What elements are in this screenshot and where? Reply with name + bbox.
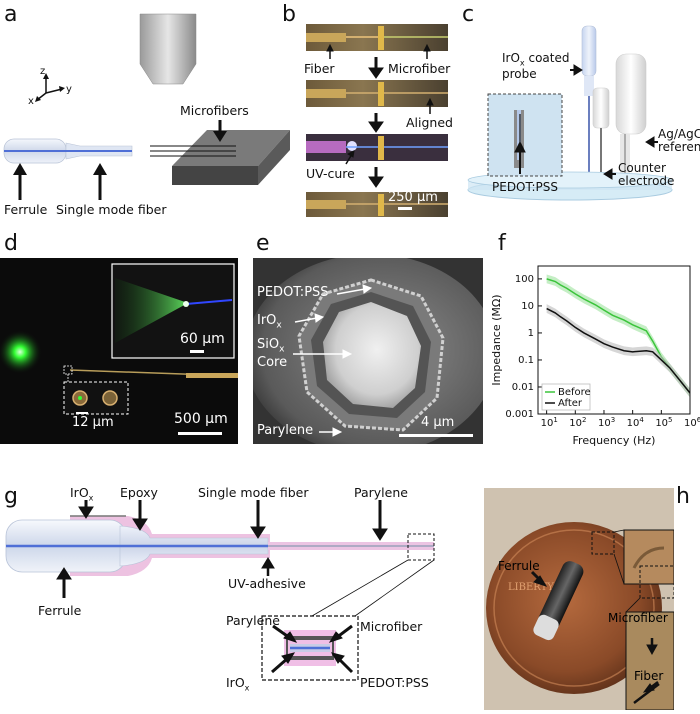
- stage-block: [172, 130, 290, 166]
- aligned-label-b: Aligned: [406, 115, 453, 130]
- microfiber-label-g: Microfiber: [360, 619, 423, 634]
- uvadh-label-g: UV-adhesive: [228, 576, 306, 591]
- siox-label-e: SiOx: [257, 337, 285, 355]
- plot-frame: [537, 265, 691, 415]
- panel-label-c: c: [462, 2, 475, 27]
- pedot-label-g: PEDOT:PSS: [360, 675, 429, 690]
- small-scale-d: 12 µm: [72, 415, 114, 430]
- microfiber-label-b: Microfiber: [388, 61, 451, 76]
- smf-label-g: Single mode fiber: [198, 485, 309, 500]
- parylene2-label-g: Parylene: [226, 613, 280, 628]
- ferrule-label-a: Ferrule: [4, 202, 48, 217]
- parylene-label-e: Parylene: [257, 423, 314, 438]
- series-line-0: [546, 278, 691, 394]
- panel-d-photo: 60 µm 12 µm 500 µm: [0, 258, 238, 444]
- irox-label-g: IrOx: [70, 485, 94, 503]
- x-axis-label: Frequency (Hz): [573, 434, 656, 447]
- irox-label-e: IrOx: [257, 313, 282, 331]
- irox2-label-g: IrOx: [226, 675, 250, 693]
- y-tick-label: 10: [521, 301, 534, 312]
- panel-g-illustration: [5, 500, 435, 681]
- y-tick-label: 1: [528, 328, 534, 339]
- scale-label-b: 250 µm: [388, 190, 438, 205]
- coin-text: LIBERTY: [508, 582, 554, 593]
- legend-box: [541, 383, 591, 411]
- panel-h-photo: LIBERTY Ferrule Microfiber Fiber: [484, 488, 674, 710]
- axis-y-label: y: [66, 84, 72, 95]
- panel-e-sem: PEDOT:PSS IrOx SiOx Core Parylene 4 µm: [253, 258, 483, 444]
- scale-e: 4 µm: [421, 415, 455, 430]
- fiber-label-b: Fiber: [304, 61, 335, 76]
- panel-label-a: a: [4, 2, 18, 27]
- axis-x-label: x: [28, 96, 34, 107]
- smf-label-a: Single mode fiber: [56, 202, 167, 217]
- panel-label-h: h: [676, 484, 690, 509]
- panel-label-d: d: [4, 231, 18, 256]
- series-band-0: [546, 274, 690, 398]
- agcl-label-c: Ag/AgClreference: [658, 127, 700, 155]
- fiber-label-h: Fiber: [634, 669, 664, 683]
- y-tick-label: 0.001: [505, 409, 534, 420]
- series-line-1: [546, 307, 691, 394]
- x-tick-label: 105: [655, 416, 672, 429]
- ferrule-label-h: Ferrule: [498, 559, 540, 573]
- y-axis-label: Impedance (MΩ): [490, 294, 503, 385]
- x-tick-label: 106: [684, 416, 700, 429]
- pedot-label-c: PEDOT:PSS: [492, 180, 559, 194]
- panel-c-illustration: [467, 25, 673, 201]
- core-label-e: Core: [257, 355, 288, 370]
- x-tick-label: 103: [598, 416, 615, 429]
- y-tick-label: 0.01: [512, 382, 534, 393]
- panel-label-g: g: [4, 484, 18, 509]
- panel-label-b: b: [282, 2, 296, 27]
- objective-lens: [139, 13, 197, 85]
- impedance-chart: 101 102 103 104 105 106 0.001 0.01 0.1 1 10 100Freq…: [490, 265, 700, 447]
- legend-label-0: Before: [558, 387, 591, 398]
- panel-label-e: e: [256, 231, 270, 256]
- series-band-1: [546, 304, 690, 398]
- uvcure-label-b: UV-cure: [306, 166, 355, 181]
- axis-z-label: z: [40, 66, 46, 77]
- y-tick-label: 0.1: [518, 355, 534, 366]
- legend-label-1: After: [558, 398, 583, 409]
- panel-label-f: f: [498, 231, 506, 256]
- x-tick-label: 104: [627, 416, 645, 429]
- ferrule-label-g: Ferrule: [38, 603, 82, 618]
- panel-b-photos: [306, 24, 448, 217]
- epoxy-label-g: Epoxy: [120, 485, 158, 500]
- microfibers-label: Microfibers: [180, 103, 249, 118]
- pedot-label-e: PEDOT:PSS: [257, 285, 329, 300]
- x-tick-label: 101: [541, 416, 558, 429]
- scale-d: 500 µm: [174, 411, 228, 427]
- x-tick-label: 102: [569, 416, 586, 429]
- inset-scale-d: 60 µm: [180, 331, 225, 347]
- panel-a-illustration: [3, 13, 290, 200]
- parylene-label-g: Parylene: [354, 485, 408, 500]
- y-tick-label: 100: [515, 274, 534, 285]
- microfiber-label-h: Microfiber: [608, 611, 668, 625]
